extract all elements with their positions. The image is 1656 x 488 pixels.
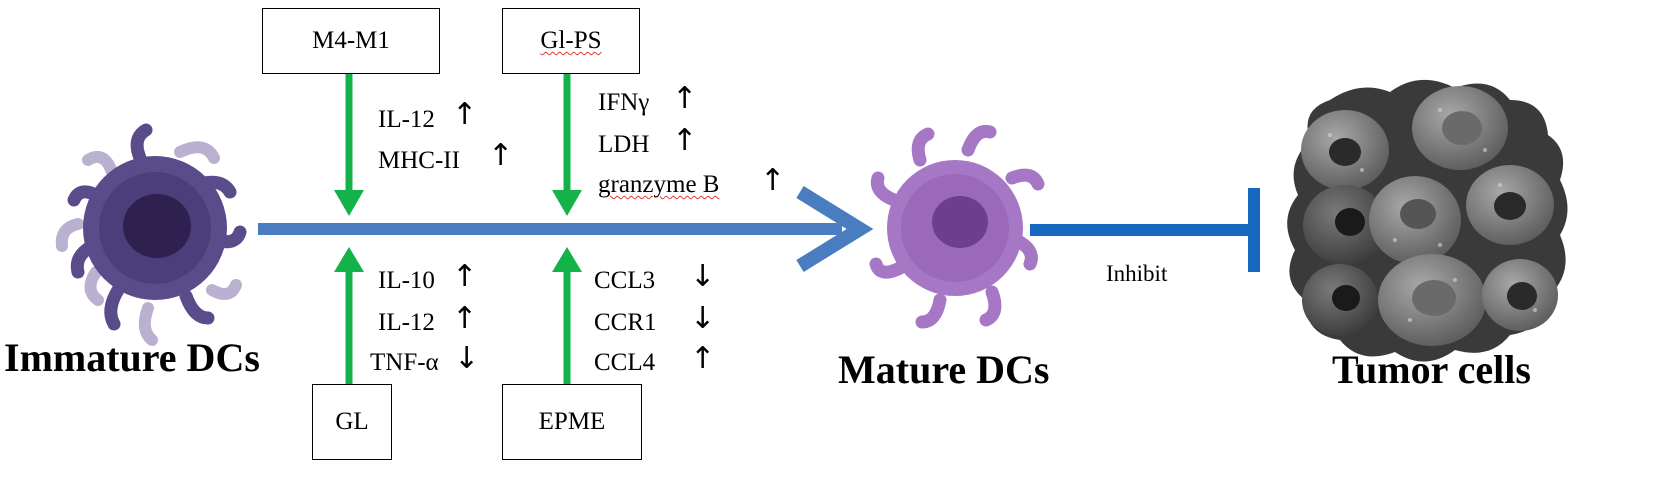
green-arrows bbox=[334, 74, 582, 385]
epme-effect-ccl4: CCL4 bbox=[594, 349, 656, 376]
box-gl-label: GL bbox=[335, 408, 369, 435]
label-immature-dcs: Immature DCs bbox=[4, 335, 260, 380]
label-mature-dcs: Mature DCs bbox=[838, 347, 1050, 392]
box-epme: EPME bbox=[502, 384, 642, 460]
down-arrow-icon: ↓ bbox=[454, 341, 480, 376]
up-arrow-icon: ↑ bbox=[760, 163, 786, 198]
maturation-arrow bbox=[258, 186, 874, 272]
down-arrow-icon: ↓ bbox=[690, 301, 716, 336]
mature-dc-cell bbox=[869, 124, 1045, 329]
up-arrow-icon: ↑ bbox=[488, 138, 514, 173]
gl-effect-tnfa: TNF-α bbox=[370, 349, 439, 376]
m4m1-effect-mhcii: MHC-II bbox=[378, 147, 460, 174]
box-gl: GL bbox=[312, 384, 392, 460]
tumor-cells-cluster bbox=[1287, 79, 1568, 362]
up-arrow-icon: ↑ bbox=[672, 81, 698, 116]
immature-dc-cell bbox=[55, 123, 247, 346]
box-glps: Gl-PS bbox=[502, 8, 640, 74]
m4m1-effect-il12: IL-12 bbox=[378, 106, 435, 133]
glps-effect-ifng: IFNγ bbox=[598, 89, 650, 116]
epme-effect-ccl3: CCL3 bbox=[594, 267, 656, 294]
box-epme-label: EPME bbox=[538, 408, 606, 435]
box-m4m1: M4-M1 bbox=[262, 8, 440, 74]
label-tumor-cells: Tumor cells bbox=[1332, 347, 1531, 392]
label-inhibit: Inhibit bbox=[1106, 261, 1168, 286]
glps-effect-granzyme-b: granzyme B bbox=[598, 171, 720, 198]
gl-effect-il10: IL-10 bbox=[378, 267, 435, 294]
epme-effect-ccr1: CCR1 bbox=[594, 309, 657, 336]
box-glps-label: Gl-PS bbox=[540, 27, 602, 54]
up-arrow-icon: ↑ bbox=[452, 301, 478, 336]
up-arrow-icon: ↑ bbox=[452, 97, 478, 132]
up-arrow-icon: ↑ bbox=[452, 259, 478, 294]
up-arrow-icon: ↑ bbox=[690, 341, 716, 376]
box-m4m1-label: M4-M1 bbox=[312, 27, 390, 54]
up-arrow-icon: ↑ bbox=[672, 123, 698, 158]
inhibit-line bbox=[1030, 188, 1260, 272]
glps-effect-ldh: LDH bbox=[598, 131, 650, 158]
down-arrow-icon: ↓ bbox=[690, 259, 716, 294]
gl-effect-il12: IL-12 bbox=[378, 309, 435, 336]
